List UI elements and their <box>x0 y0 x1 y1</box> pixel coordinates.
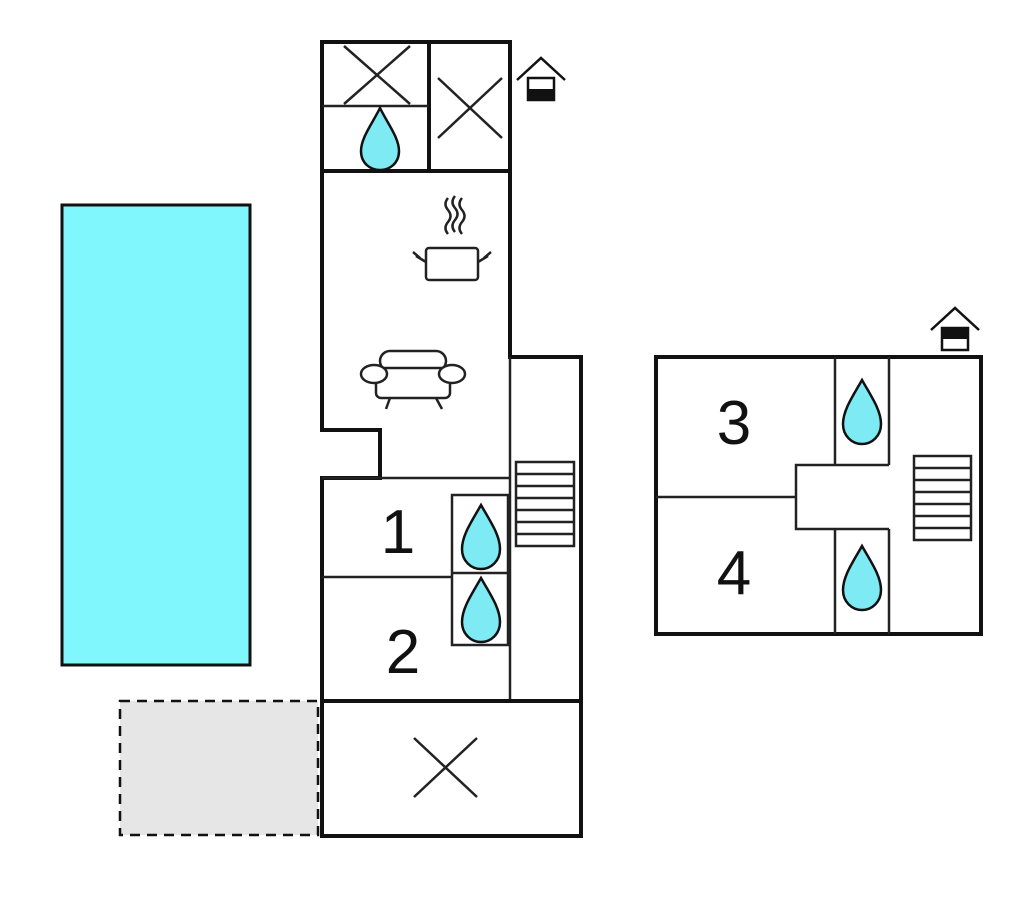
sofa-icon <box>359 349 467 410</box>
terrace <box>118 699 320 837</box>
stove-icon <box>412 195 492 282</box>
pool <box>60 203 252 667</box>
bathroom-icon <box>460 575 502 644</box>
bedroom-4-label: 4 <box>717 539 751 608</box>
bathroom-icon <box>460 502 502 571</box>
bedroom-3-label: 3 <box>717 389 751 458</box>
ground-floor: 1 2 <box>320 40 583 838</box>
bathroom-icon <box>841 377 883 446</box>
upper-floor: 3 4 <box>654 306 983 636</box>
upper-floor-outline <box>654 355 983 636</box>
bedroom-2-label: 2 <box>386 618 420 687</box>
unspecified-room-icon <box>343 45 411 105</box>
stairs-icon <box>514 460 576 548</box>
entrance-icon <box>516 56 566 102</box>
unspecified-room-icon <box>437 77 503 139</box>
stairs-icon <box>912 454 973 542</box>
bedroom-1-label: 1 <box>381 498 415 567</box>
bathroom-icon <box>359 105 401 172</box>
unspecified-room-icon <box>413 737 478 798</box>
ground-floor-outline <box>320 40 583 838</box>
bathroom-icon <box>841 543 883 612</box>
entrance-icon <box>930 306 980 352</box>
